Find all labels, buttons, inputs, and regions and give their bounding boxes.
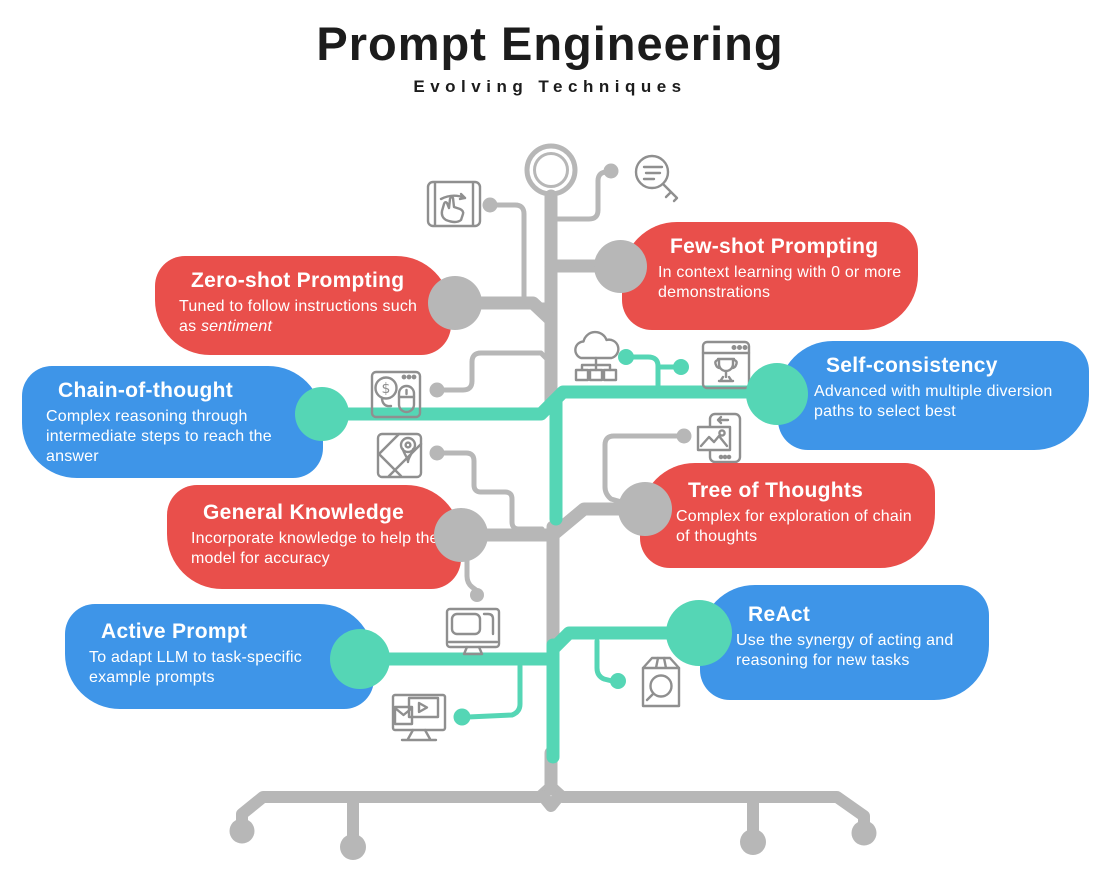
map-pin-icon xyxy=(376,432,423,479)
bubble-few-shot-prompting: Few-shot Prompting In context learning w… xyxy=(622,222,918,330)
bubble-body: To adapt LLM to task-specific example pr… xyxy=(89,649,303,686)
package-search-icon xyxy=(641,656,681,708)
trophy-window-icon xyxy=(701,340,751,390)
node-general-knowledge xyxy=(434,508,488,562)
node-react xyxy=(666,600,732,666)
bubble-body: Advanced with multiple diversion paths t… xyxy=(814,383,1053,420)
node-self-consistency xyxy=(746,363,808,425)
node-zero-shot xyxy=(428,276,482,330)
bubble-title: Tree of Thoughts xyxy=(688,479,864,502)
heading: Prompt Engineering Evolving Techniques xyxy=(0,16,1100,97)
node-active-prompt xyxy=(330,629,390,689)
desktop-computer-icon xyxy=(445,607,501,656)
page-title: Prompt Engineering xyxy=(316,17,784,70)
bubble-title: General Knowledge xyxy=(203,501,405,524)
bubble-self-consistency: Self-consistency Advanced with multiple … xyxy=(778,341,1089,450)
page-subtitle: Evolving Techniques xyxy=(413,77,687,96)
node-chain-of-thought xyxy=(295,387,349,441)
root-feet xyxy=(229,818,877,860)
bubble-tree-of-thoughts: Tree of Thoughts Complex for exploration… xyxy=(640,463,935,568)
bubble-body-text: Tuned to follow instructions such as xyxy=(179,298,418,335)
phone-photo-icon xyxy=(696,412,742,464)
bubble-general-knowledge: General Knowledge Incorporate knowledge … xyxy=(167,485,461,589)
bubble-react: ReAct Use the synergy of acting and reas… xyxy=(700,585,989,700)
bubble-active-prompt: Active Prompt To adapt LLM to task-speci… xyxy=(65,604,374,709)
search-key-icon xyxy=(634,154,679,203)
roots xyxy=(236,774,870,850)
bubble-title: Chain-of-thought xyxy=(58,379,234,402)
bubble-body: Complex for exploration of chain of thou… xyxy=(676,508,912,545)
bubble-body-italic: sentiment xyxy=(200,317,273,335)
bubble-body: Incorporate knowledge to help the model … xyxy=(191,530,439,567)
svg-text:$: $ xyxy=(382,381,391,397)
teal-connector-dots xyxy=(453,349,689,726)
node-few-shot xyxy=(594,240,647,293)
bubble-title: Active Prompt xyxy=(101,620,248,643)
bubble-body: Use the synergy of acting and reasoning … xyxy=(736,632,954,669)
dollar-window-icon: $ xyxy=(370,370,422,419)
thin-teal-connectors xyxy=(465,354,679,720)
node-tree-of-thoughts xyxy=(618,482,672,536)
bubble-title: Zero-shot Prompting xyxy=(191,269,405,292)
bubble-title: Few-shot Prompting xyxy=(670,235,879,258)
bubble-title: ReAct xyxy=(748,603,811,626)
tablet-touch-icon xyxy=(426,180,482,228)
bubble-zero-shot-prompting: Zero-shot Prompting Tuned to follow inst… xyxy=(155,256,451,355)
gray-connector-dots xyxy=(429,163,692,602)
ring-icon xyxy=(524,143,578,197)
teal-branches xyxy=(315,385,784,764)
video-player-monitor-icon xyxy=(391,693,447,742)
bubble-body: Complex reasoning through intermediate s… xyxy=(46,408,272,465)
bubble-body: In context learning with 0 or more demon… xyxy=(658,264,902,301)
bubble-body: Tuned to follow instructions such as sen… xyxy=(179,297,435,337)
bubble-title: Self-consistency xyxy=(826,354,998,377)
cloud-network-icon xyxy=(574,330,620,382)
bubble-chain-of-thought: Chain-of-thought Complex reasoning throu… xyxy=(22,366,323,478)
